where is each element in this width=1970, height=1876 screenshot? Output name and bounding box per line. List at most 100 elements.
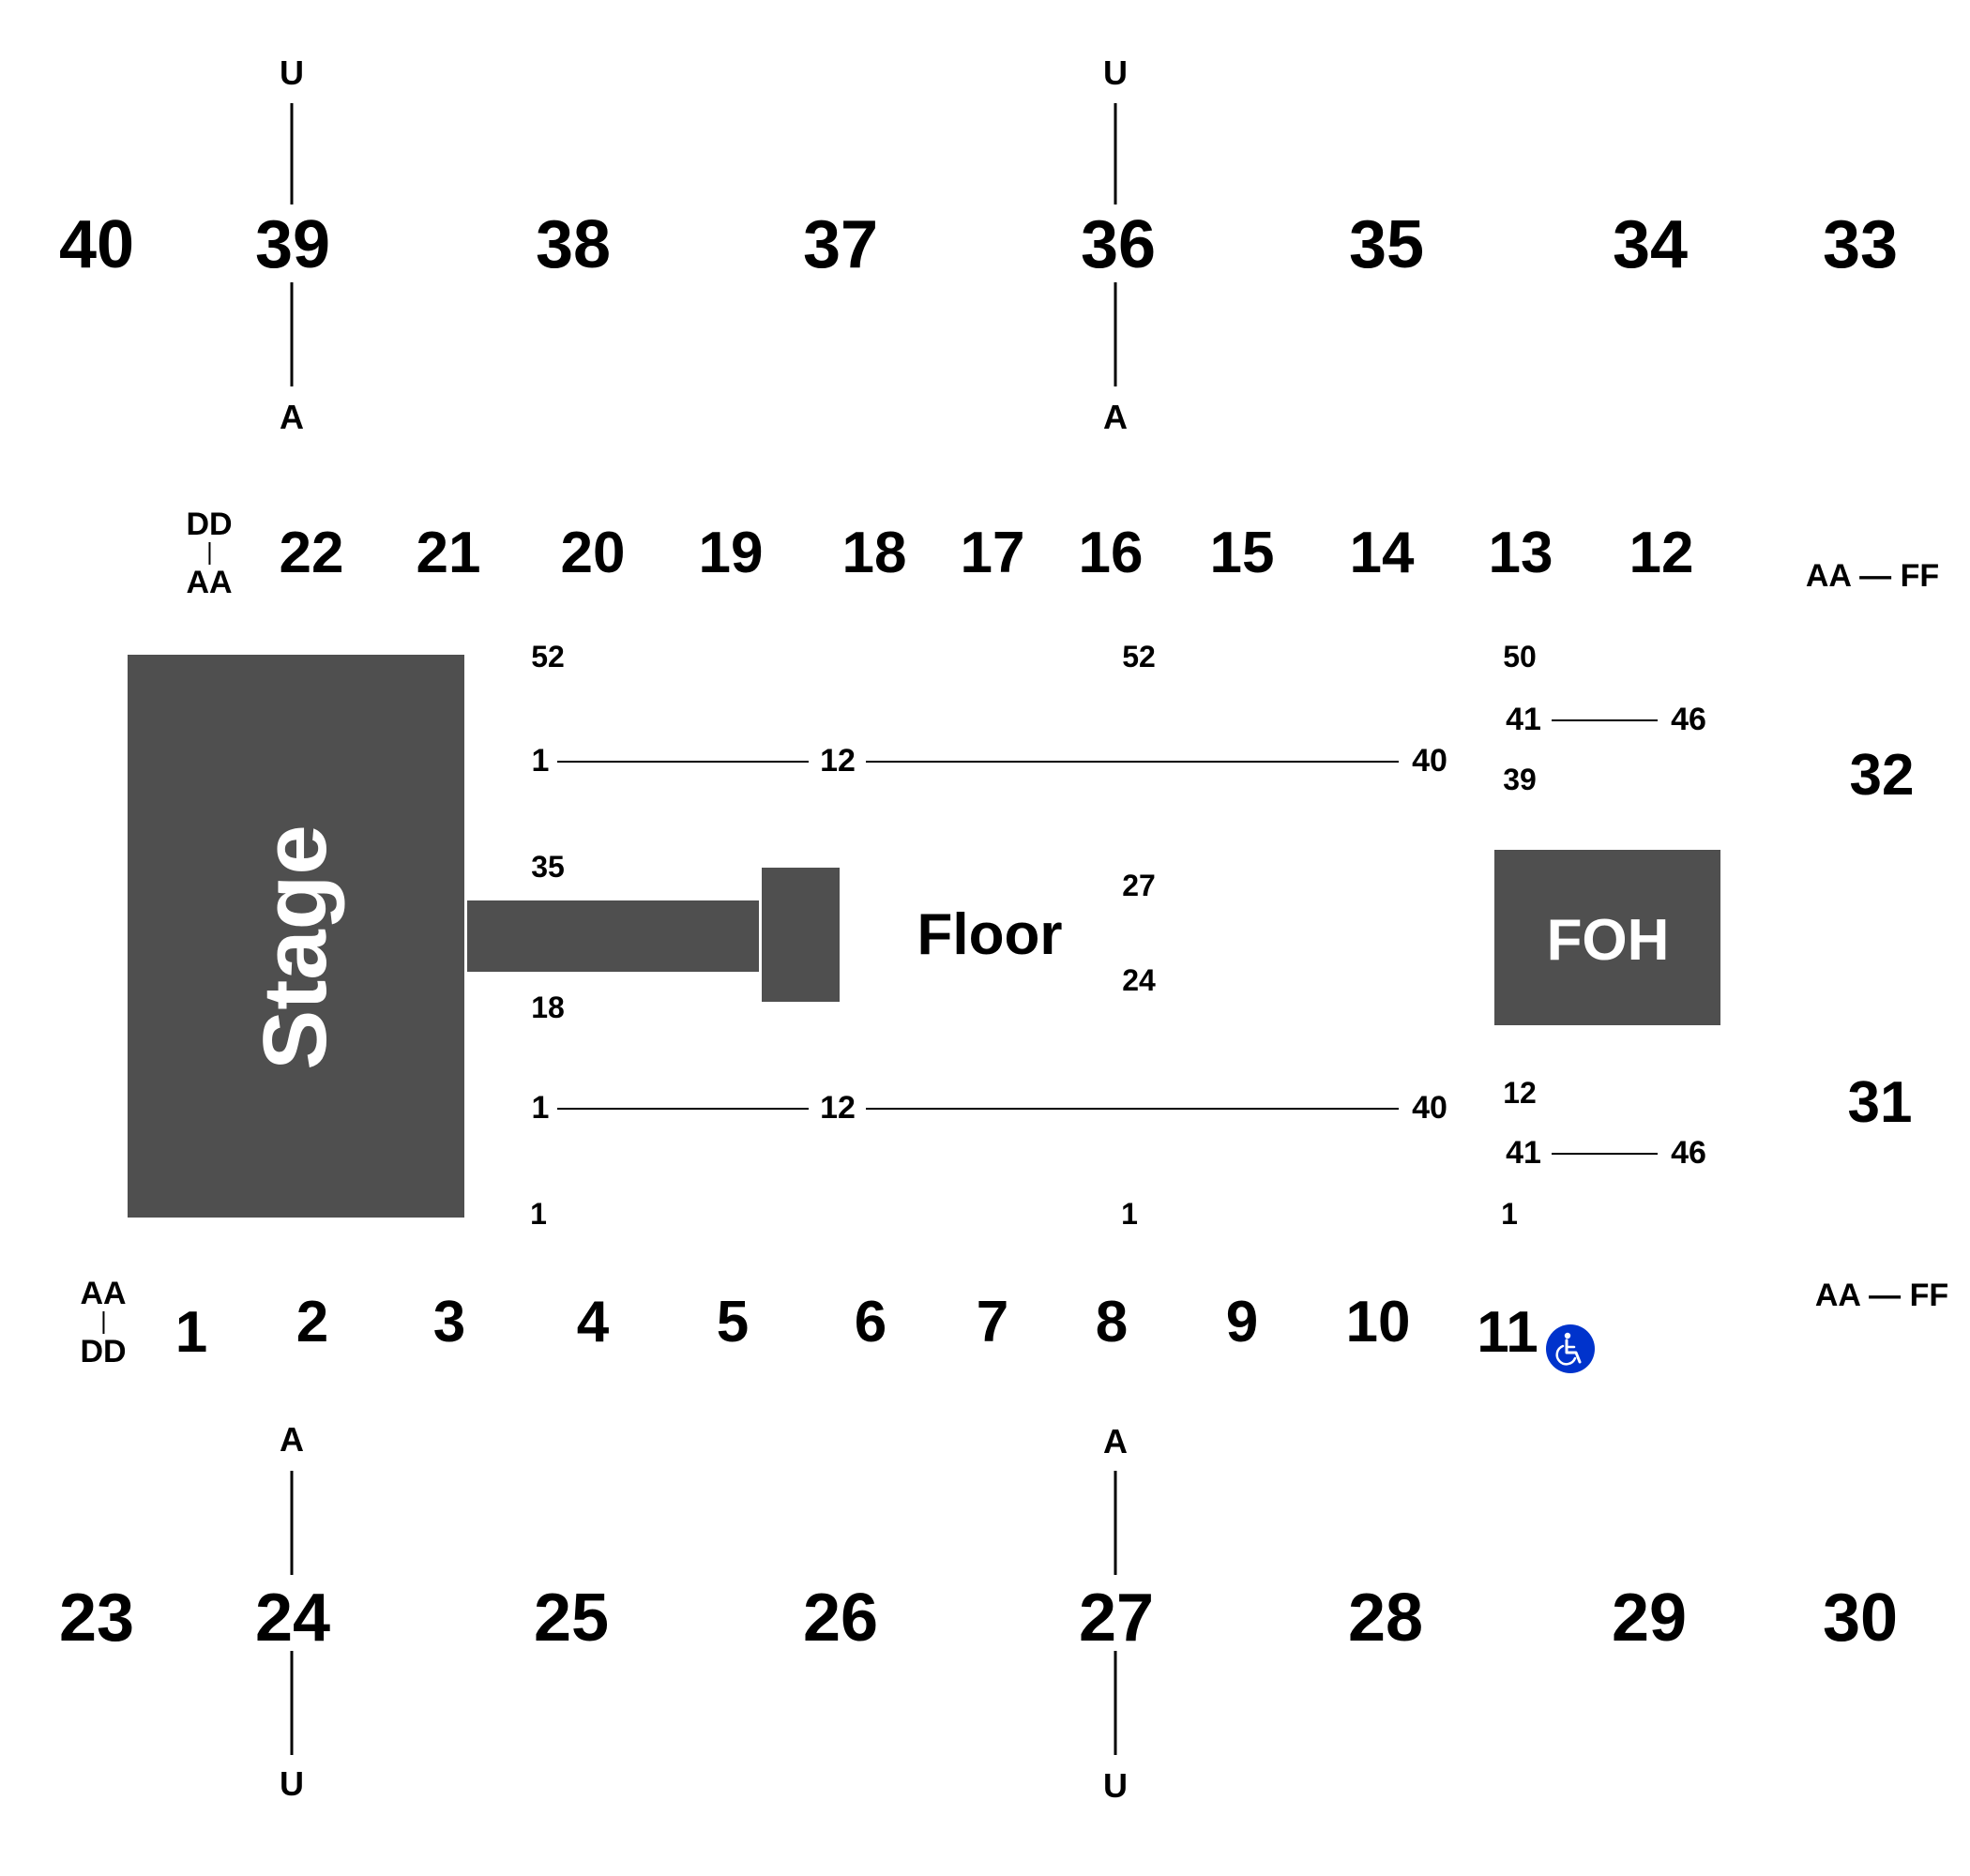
stage-runway [467,900,759,972]
floor-row-label: 12 [1503,1076,1537,1110]
section-36[interactable]: 36 [1080,207,1157,282]
section-22[interactable]: 22 [279,521,344,585]
floor-row-label: 1 [531,743,550,779]
section-8[interactable]: 8 [1095,1290,1129,1354]
wheelchair-icon [1546,1324,1595,1373]
row-label-dd: DD [80,1334,127,1369]
row-range-line [557,1108,809,1110]
floor-row-label: 1 [531,1090,550,1126]
section-5[interactable]: 5 [716,1290,750,1354]
floor-row-label: 12 [820,743,856,779]
floor-row-label: 52 [531,640,565,673]
section-25[interactable]: 25 [533,1581,610,1656]
floor-row-label: 41 [1506,702,1541,737]
row-marker-u: U [1103,53,1128,92]
row-range-line [290,1471,294,1575]
row-range-line [866,1108,1399,1110]
row-range-line [290,103,294,204]
row-range-line [1552,1153,1658,1155]
section-34[interactable]: 34 [1612,207,1689,282]
floor-row-label: 1 [1121,1197,1138,1231]
floor-row-label: 1 [1501,1197,1518,1231]
section-27[interactable]: 27 [1078,1581,1155,1656]
row-label-aa: AA [80,1276,127,1311]
section-21[interactable]: 21 [416,521,481,585]
section-40[interactable]: 40 [58,207,135,282]
row-marker-u: U [280,1764,304,1803]
section-15[interactable]: 15 [1209,521,1275,585]
b-stage [762,868,840,1002]
section-11[interactable]: 11 [1477,1300,1538,1365]
section-24[interactable]: 24 [254,1581,331,1656]
section-12[interactable]: 12 [1629,521,1694,585]
floor-row-label: 1 [530,1197,547,1231]
row-range-line [1114,103,1117,204]
row-range-line [1114,1471,1117,1575]
row-range-left-bottom: AA DD [80,1278,126,1368]
stage-label: Stage [245,825,345,1070]
floor-row-label: 18 [531,991,565,1024]
section-3[interactable]: 3 [432,1290,466,1354]
section-31[interactable]: 31 [1847,1070,1913,1135]
floor-row-label: 52 [1122,640,1156,673]
section-19[interactable]: 19 [698,521,764,585]
row-label-dd: DD [186,507,233,542]
floor-row-label: 46 [1671,702,1706,737]
section-39[interactable]: 39 [254,207,331,282]
row-range-line [1114,282,1117,386]
floor-row-label: 40 [1412,1090,1447,1126]
section-23[interactable]: 23 [58,1581,135,1656]
row-range-right-bottom: AA — FF [1814,1278,1949,1313]
section-32[interactable]: 32 [1849,743,1915,808]
row-range-line [557,761,809,763]
row-range-line [207,542,210,565]
section-16[interactable]: 16 [1078,521,1144,585]
section-20[interactable]: 20 [560,521,626,585]
section-30[interactable]: 30 [1822,1581,1899,1656]
row-marker-a: A [280,398,304,436]
floor-row-label: 46 [1671,1135,1706,1171]
section-6[interactable]: 6 [854,1290,887,1354]
row-marker-u: U [1103,1766,1128,1805]
row-range-line [290,282,294,386]
section-14[interactable]: 14 [1349,521,1415,585]
stage[interactable] [128,655,464,1218]
floor-row-label: 27 [1122,869,1156,902]
section-4[interactable]: 4 [576,1290,610,1354]
floor-row-label: 40 [1412,743,1447,779]
floor-row-label: 41 [1506,1135,1541,1171]
row-marker-a: A [1103,1422,1128,1460]
section-17[interactable]: 17 [960,521,1025,585]
row-range-line [1114,1651,1117,1755]
section-7[interactable]: 7 [976,1290,1009,1354]
section-37[interactable]: 37 [802,207,879,282]
row-marker-u: U [280,53,304,92]
section-9[interactable]: 9 [1225,1290,1259,1354]
section-10[interactable]: 10 [1345,1290,1411,1354]
section-26[interactable]: 26 [802,1581,879,1656]
row-range-left-top: DD AA [186,508,232,598]
row-range-line [290,1651,294,1755]
row-marker-a: A [1103,398,1128,436]
floor-row-label: 35 [531,850,565,884]
floor-row-label: 24 [1122,963,1156,997]
section-18[interactable]: 18 [841,521,907,585]
floor-row-label: 12 [820,1090,856,1126]
section-38[interactable]: 38 [535,207,612,282]
section-33[interactable]: 33 [1822,207,1899,282]
foh[interactable] [1494,850,1720,1025]
row-range-line [101,1311,104,1334]
floor-row-label: 50 [1503,640,1537,673]
section-29[interactable]: 29 [1611,1581,1688,1656]
section-28[interactable]: 28 [1347,1581,1424,1656]
row-marker-a: A [280,1420,304,1459]
row-range-line [1552,719,1658,721]
section-13[interactable]: 13 [1488,521,1553,585]
row-range-line [866,761,1399,763]
row-range-right-top: AA — FF [1805,558,1940,594]
section-1[interactable]: 1 [174,1300,208,1365]
section-2[interactable]: 2 [296,1290,329,1354]
section-35[interactable]: 35 [1348,207,1425,282]
foh-label: FOH [1546,908,1670,973]
floor-label[interactable]: Floor [917,902,1063,967]
